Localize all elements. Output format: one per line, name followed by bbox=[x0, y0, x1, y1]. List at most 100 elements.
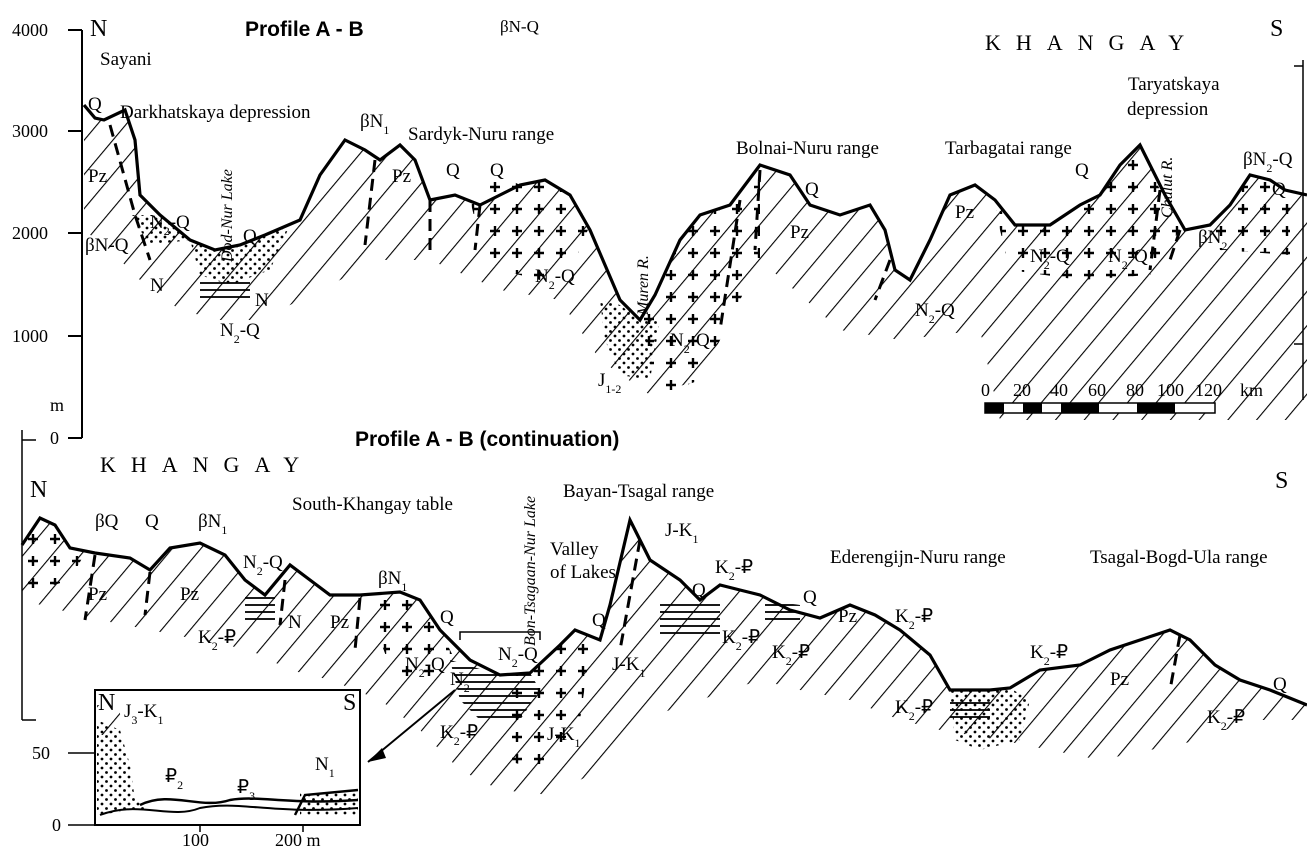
label-n2q-7: N2-Q bbox=[1108, 246, 1148, 272]
scale-tick-80: 80 bbox=[1126, 380, 1144, 400]
label-n2q-5: N2-Q bbox=[915, 300, 955, 326]
label-pz-b1: Pz bbox=[88, 584, 107, 605]
label-tarbagatai: Tarbagatai range bbox=[945, 138, 1072, 159]
inset-y-0: 0 bbox=[52, 815, 61, 835]
label-bayan: Bayan-Tsagal range bbox=[563, 481, 714, 502]
label-k2p-b6: K2-₽ bbox=[895, 606, 933, 632]
label-n1: N1 bbox=[315, 754, 335, 780]
scale-tick-60: 60 bbox=[1088, 380, 1106, 400]
label-k2p-b2: K2-₽ bbox=[440, 722, 478, 748]
label-k2p-b1: K2-₽ bbox=[198, 627, 236, 653]
bottom-granite-3 bbox=[500, 630, 590, 770]
label-n2q-2: N2-Q bbox=[220, 320, 260, 346]
top-title: Profile A - B bbox=[245, 18, 364, 41]
label-n2q-b2: N2-Q bbox=[405, 654, 445, 680]
label-taryat1: Taryatskaya bbox=[1128, 74, 1220, 95]
label-q-6: Q bbox=[1075, 160, 1089, 181]
label-p2: ₽2 bbox=[165, 766, 183, 792]
label-q-b5: Q bbox=[1273, 674, 1287, 695]
label-bnq-left: βN-Q bbox=[85, 235, 129, 256]
label-q-b2: Q bbox=[592, 610, 606, 631]
bottom-surface-line bbox=[20, 515, 1307, 707]
top-north: N bbox=[90, 16, 107, 42]
label-n2-b: N2 bbox=[450, 669, 470, 695]
label-pz-3: Pz bbox=[790, 222, 809, 243]
label-bn1-b: βN1 bbox=[378, 568, 407, 594]
label-n2q-b1: N2-Q bbox=[243, 552, 283, 578]
label-q-b1: Q bbox=[440, 607, 454, 628]
label-chulut: Chulut R. bbox=[1159, 157, 1176, 218]
label-tsagal-bogd: Tsagal-Bogd-Ula range bbox=[1090, 547, 1268, 568]
label-jk1-b2: J-K1 bbox=[612, 654, 645, 680]
label-n-b: N bbox=[288, 612, 302, 633]
label-pz-1: Pz bbox=[88, 166, 107, 187]
scale-tick-100: 100 bbox=[1157, 380, 1184, 400]
label-n-2: N bbox=[255, 290, 269, 311]
y-tick-3000: 3000 bbox=[12, 121, 48, 141]
top-granite-1 bbox=[470, 175, 590, 280]
label-k2p-b7: K2-₽ bbox=[895, 697, 933, 723]
label-n2q-3: N2-Q bbox=[535, 266, 575, 292]
label-q-b3: Q bbox=[692, 580, 706, 601]
label-q-7: Q bbox=[1272, 179, 1286, 200]
label-jk1-b3: J-K1 bbox=[547, 724, 580, 750]
label-bnq-top: βN-Q bbox=[500, 17, 539, 36]
scale-tick-120: 120 bbox=[1195, 380, 1222, 400]
scale-bar: 0 20 40 60 80 100 120 km bbox=[981, 380, 1263, 414]
label-valley1: Valley bbox=[550, 539, 599, 560]
bottom-granite-2 bbox=[380, 592, 455, 680]
inset-south: S bbox=[343, 690, 356, 716]
label-pz-b5: Pz bbox=[1110, 669, 1129, 690]
bottom-title: Profile A - B (continuation) bbox=[355, 428, 619, 451]
label-bn1-a: βN1 bbox=[198, 511, 227, 537]
y-tick-2000: 2000 bbox=[12, 223, 48, 243]
label-q-3: Q bbox=[490, 160, 504, 181]
y-tick-0: 0 bbox=[50, 428, 59, 448]
label-n-1: N bbox=[150, 275, 164, 296]
label-n2q-6: N2-Q bbox=[1030, 246, 1070, 272]
label-q-1: Q bbox=[88, 94, 102, 115]
top-y-ticks bbox=[68, 29, 82, 439]
label-q-4: Q bbox=[243, 226, 257, 247]
label-valley2: of Lakes bbox=[550, 562, 616, 583]
scale-unit: km bbox=[1240, 380, 1263, 400]
label-south-khangay: South-Khangay table bbox=[292, 494, 453, 515]
inset-y-50: 50 bbox=[32, 743, 50, 763]
label-q-b4: Q bbox=[803, 587, 817, 608]
label-pz-b2: Pz bbox=[180, 584, 199, 605]
label-n2q-1: N2-Q bbox=[150, 212, 190, 238]
top-sediment-dod bbox=[190, 225, 290, 285]
top-region: KHANGAY bbox=[985, 30, 1199, 55]
y-tick-4000: 4000 bbox=[12, 20, 48, 40]
label-darkhat: Darkhatskaya depression bbox=[120, 102, 311, 123]
top-granite-4 bbox=[1210, 175, 1290, 255]
label-bolnai: Bolnai-Nuru range bbox=[736, 138, 879, 159]
label-k2p-b4: K2-₽ bbox=[722, 627, 760, 653]
scale-tick-40: 40 bbox=[1050, 380, 1068, 400]
label-taryat2: depression bbox=[1127, 99, 1209, 120]
label-k2p-b3: K2-₽ bbox=[715, 557, 753, 583]
label-p3: ₽3 bbox=[237, 777, 255, 803]
top-granite-3 bbox=[995, 145, 1180, 280]
label-bn1: βN1 bbox=[360, 111, 389, 137]
label-bn2q: βN2-Q bbox=[1243, 149, 1293, 175]
top-south: S bbox=[1270, 16, 1283, 42]
label-bon-tsagan: Bon-Tsagaan-Nur Lake bbox=[522, 496, 539, 646]
label-k2p-b8: K2-₽ bbox=[1030, 642, 1068, 668]
top-profile: 4000 3000 2000 1000 0 m bbox=[12, 16, 1307, 448]
label-pz-b3: Pz bbox=[330, 612, 349, 633]
scale-tick-20: 20 bbox=[1013, 380, 1031, 400]
label-n2q-4: N2-Q bbox=[670, 330, 710, 356]
label-j3k1: J3-K1 bbox=[124, 701, 163, 727]
scale-tick-0: 0 bbox=[981, 380, 990, 400]
label-k2p-b9: K2-₽ bbox=[1207, 707, 1245, 733]
inset-x-200: 200 m bbox=[275, 830, 321, 846]
label-pz-2: Pz bbox=[392, 166, 411, 187]
bottom-south: S bbox=[1275, 468, 1288, 494]
label-q-2: Q bbox=[446, 160, 460, 181]
label-sardyk: Sardyk-Nuru range bbox=[408, 124, 554, 145]
top-surface-line bbox=[82, 103, 1307, 323]
label-muren: Muren R. bbox=[635, 255, 652, 316]
bottom-region: KHANGAY bbox=[100, 452, 314, 477]
